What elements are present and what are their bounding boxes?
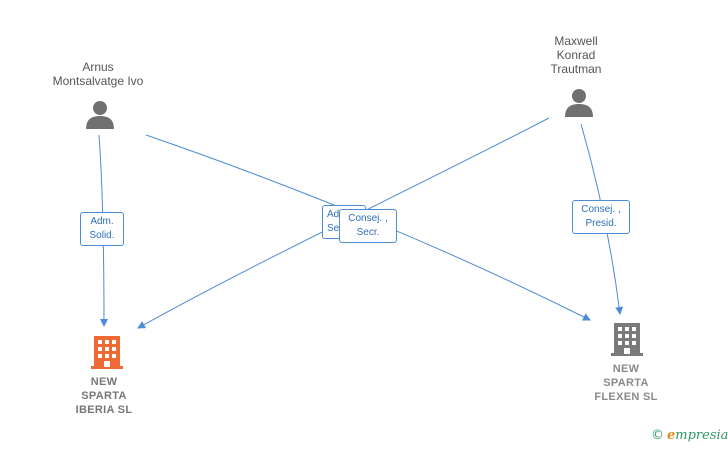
building-icon[interactable] <box>91 336 123 369</box>
company-name[interactable]: NEW SPARTA IBERIA SL <box>75 376 133 416</box>
person-name[interactable]: Maxwell Konrad Trautman <box>550 34 602 76</box>
person-name[interactable]: Arnus Montsalvatge Ivo <box>52 60 144 88</box>
company-name[interactable]: NEW SPARTA FLEXEN SL <box>594 363 658 403</box>
empresia-logo: ©empresia <box>651 428 728 443</box>
building-icon[interactable] <box>611 323 643 356</box>
person-icon[interactable] <box>86 101 114 129</box>
person-icon[interactable] <box>565 89 593 117</box>
edge-label[interactable]: Adm. Solid. <box>80 212 124 246</box>
copyright-symbol: © <box>651 428 664 443</box>
edge-label[interactable]: Consej. , Secr. <box>339 209 397 243</box>
edge-label[interactable]: Consej. , Presid. <box>572 200 630 234</box>
